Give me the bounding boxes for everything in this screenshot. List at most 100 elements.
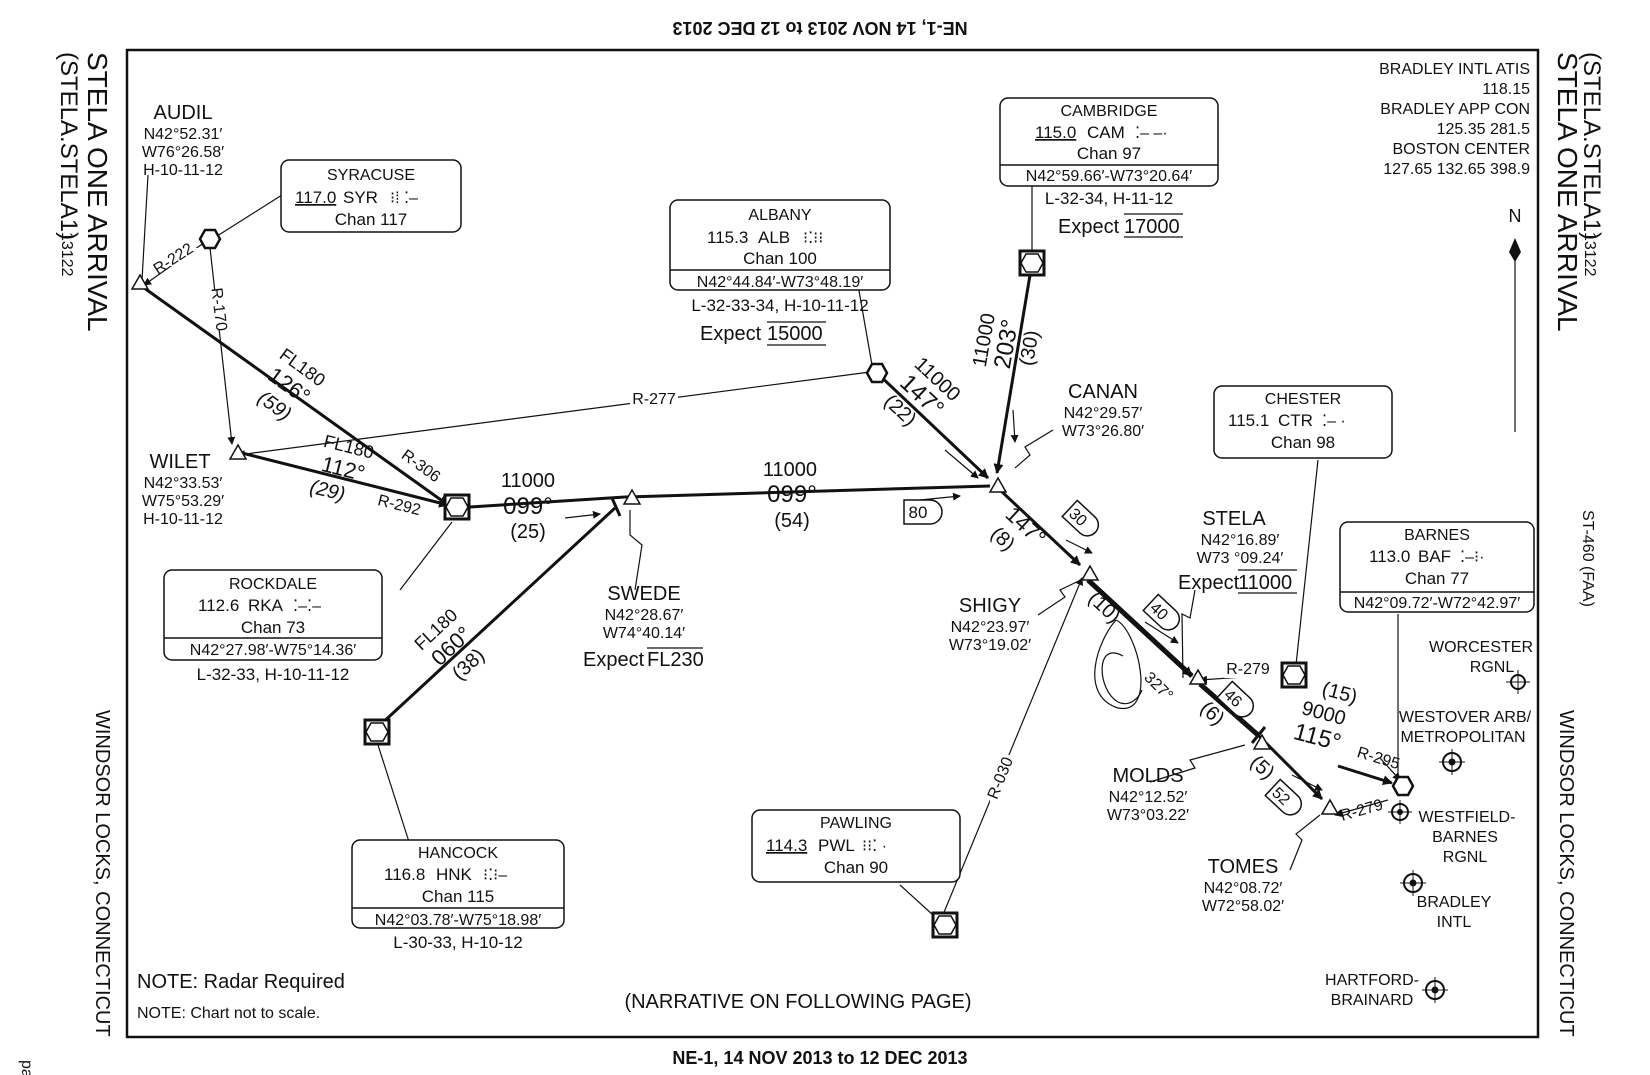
tomes-lon: W72°58.02′ (1202, 898, 1284, 915)
swede-expect-label: Expect (583, 649, 645, 671)
cambridge-name: CAMBRIDGE (1061, 103, 1158, 120)
radial-r170: R-170 (207, 287, 229, 332)
chester-id: CTR (1278, 411, 1313, 430)
note-scale: NOTE: Chart not to scale. (137, 1005, 320, 1022)
fix-shigy-label: SHIGY N42°23.97′ W73°19.02′ (949, 595, 1031, 654)
leader-lines (141, 174, 1399, 916)
location-right: WINDSOR LOCKS, CONNECTICUT (1555, 710, 1577, 1037)
fix-swede-label: SWEDE N42°28.67′ W74°40.14′ Expect FL230 (583, 583, 704, 671)
hancock-freq: 116.8 (384, 865, 425, 884)
radial-r295: R-295 (1355, 744, 1402, 773)
leg-canan-shigy-label: 147° (8) (986, 501, 1051, 555)
airport-bradley-icon (1400, 870, 1426, 896)
molds-lat: N42°12.52′ (1109, 789, 1188, 806)
wilet-lon: W75°53.29′ (142, 493, 224, 510)
left-title-block: STELA ONE ARRIVAL (STELA.STELA1) 13122 W… (55, 52, 113, 1037)
leg-dist: (25) (510, 521, 546, 543)
leg-swede-canan-label: 11000 099° (54) (763, 459, 817, 532)
worcester-l2: RGNL (1470, 659, 1515, 676)
westover-l2: METROPOLITAN (1400, 729, 1525, 746)
vor-albany-symbol (865, 362, 889, 384)
procedure-number-left: 13122 (58, 232, 75, 277)
speed-40: 40 (1142, 593, 1181, 631)
rockdale-chan: Chan 73 (241, 618, 305, 637)
chester-freq: 115.1 (1228, 411, 1269, 430)
pawling-chan: Chan 90 (824, 858, 888, 877)
barnes-id: BAF (1418, 547, 1451, 566)
radial-r030: R-030 (985, 755, 1017, 802)
fix-wilet-label: WILET N42°33.53′ W75°53.29′ H-10-11-12 (142, 451, 224, 528)
westover-l1: WESTOVER ARB/ (1399, 709, 1532, 726)
cambridge-expect-alt: 17000 (1124, 216, 1180, 238)
syracuse-chan: Chan 117 (335, 210, 407, 229)
vortac-hancock-symbol (363, 718, 391, 746)
radial-r277: R-277 (632, 391, 676, 408)
navaid-box-chester: CHESTER 115.1 CTR ⁚– · Chan 98 (1213, 385, 1393, 459)
albany-charts: L-32-33-34, H-10-11-12 (691, 296, 868, 315)
syracuse-freq: 117.0 (295, 188, 336, 207)
westfield-l1: WESTFIELD- (1419, 809, 1516, 826)
navaid-box-hancock: HANCOCK 116.8 HNK ⁝⁚⁝– Chan 115 N42°03.7… (351, 839, 565, 952)
morse-icon: ⁝⁝⁚ · (862, 838, 887, 855)
barnes-chan: Chan 77 (1405, 569, 1469, 588)
airport-hartford-icon (1422, 977, 1448, 1003)
pawling-id: PWL (818, 836, 855, 855)
canan-lat: N42°29.57′ (1064, 405, 1143, 422)
stela-expect-alt: 11000 (1238, 572, 1292, 594)
navaid-box-syracuse: SYRACUSE 117.0 SYR ⁝⁞ ⁚– Chan 117 (280, 159, 462, 233)
location-left: WINDSOR LOCKS, CONNECTICUT (91, 710, 113, 1037)
fix-wilet-symbol (228, 443, 248, 460)
fix-canan-label: CANAN N42°29.57′ W73°26.80′ (1062, 381, 1144, 440)
morse-icon: ⁝⁚⁝⁝ (803, 230, 823, 247)
leg-dist: (30) (1016, 329, 1044, 368)
bradley-l2: INTL (1437, 914, 1472, 931)
hartford-l1: HARTFORD- (1325, 972, 1419, 989)
pawling-name: PAWLING (820, 815, 892, 832)
leg-wilet-rockdale-label: FL180 112° (29) (308, 431, 376, 506)
fix-swede-symbol (622, 488, 642, 505)
fix-shigy-symbol (1080, 564, 1100, 581)
tomes-lat: N42°08.72′ (1204, 880, 1283, 897)
atis-label: BRADLEY INTL ATIS (1379, 61, 1530, 78)
audil-charts: H-10-11-12 (143, 162, 223, 179)
barnes-coords: N42°09.72′-W72°42.97′ (1354, 595, 1520, 612)
pawling-freq: 114.3 (766, 836, 807, 855)
hancock-chan: Chan 115 (422, 887, 494, 906)
cambridge-id: CAM (1087, 123, 1125, 142)
audil-name: AUDIL (154, 102, 213, 124)
airport-westover-icon (1439, 749, 1465, 775)
hold-course: 327° (1140, 669, 1175, 704)
cambridge-chan: Chan 97 (1077, 144, 1141, 163)
fix-audil-symbol (130, 273, 150, 290)
procedure-code-left: (STELA.STELA1) (55, 52, 82, 240)
side-note: ST-460 (FAA) (1579, 510, 1596, 607)
westfield-l2: BARNES (1432, 829, 1498, 846)
canan-name: CANAN (1068, 381, 1138, 403)
fix-stela-label: STELA N42°16.89′ W73 °09.24′ Expect 1100… (1178, 508, 1297, 594)
morse-icon: ⁚– · (1322, 413, 1346, 430)
radial-r279b: R-279 (1338, 796, 1385, 824)
shigy-lon: W73°19.02′ (949, 637, 1031, 654)
swede-lon: W74°40.14′ (603, 625, 685, 642)
fix-stela-symbol (1188, 668, 1208, 685)
audil-lon: W76°26.58′ (142, 144, 224, 161)
symbols (130, 228, 1530, 1003)
shigy-lat: N42°23.97′ (951, 619, 1030, 636)
molds-lon: W73°03.22′ (1107, 807, 1189, 824)
navaid-box-albany: ALBANY 115.3 ALB ⁝⁚⁝⁝ Chan 100 N42°44.84… (669, 199, 891, 346)
leg-alt: 11000 (501, 470, 555, 492)
wilet-lat: N42°33.53′ (144, 475, 223, 492)
syracuse-id: SYR (343, 188, 378, 207)
procedure-code-right: (STELA.STELA1) (1578, 52, 1605, 240)
cambridge-freq: 115.0 (1035, 123, 1076, 142)
vortac-chester-symbol (1280, 661, 1308, 689)
albany-expect-alt: 15000 (767, 323, 823, 345)
stela-lat: N42°16.89′ (1201, 532, 1280, 549)
albany-expect-label: Expect (700, 323, 762, 345)
rockdale-freq: 112.6 (198, 596, 239, 615)
hancock-name: HANCOCK (418, 845, 498, 862)
bradley-l1: BRADLEY (1417, 894, 1492, 911)
airport-westfield-icon (1388, 800, 1412, 824)
swede-name: SWEDE (607, 583, 680, 605)
